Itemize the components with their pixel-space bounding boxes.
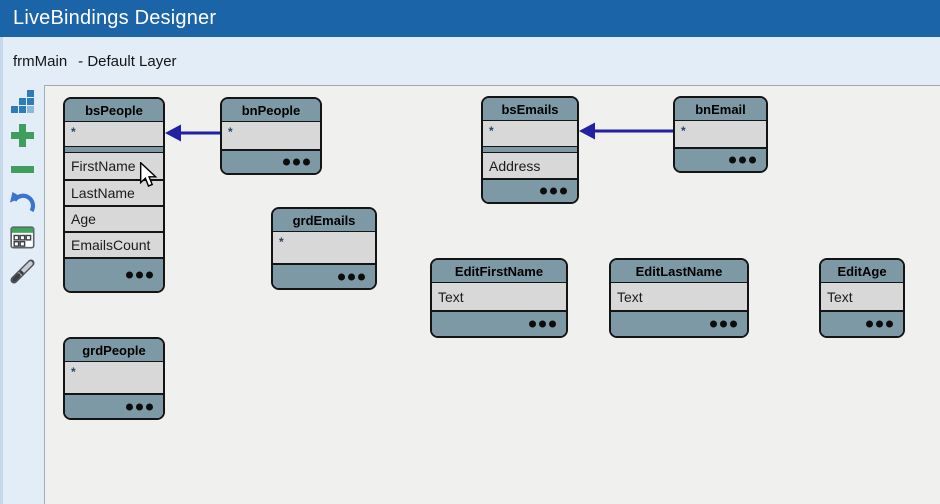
- block-title[interactable]: EditLastName: [611, 260, 747, 283]
- block-footer[interactable]: [675, 147, 766, 171]
- more-dots-icon[interactable]: [529, 320, 556, 328]
- block-footer[interactable]: [611, 310, 747, 336]
- more-dots-icon[interactable]: [710, 320, 737, 328]
- edit-button[interactable]: [5, 256, 39, 286]
- block-footer[interactable]: [65, 257, 163, 291]
- more-dots-icon[interactable]: [338, 273, 365, 280]
- block-star-row[interactable]: *: [222, 122, 320, 149]
- block-star-row[interactable]: *: [273, 232, 375, 263]
- window-title: LiveBindings Designer: [13, 7, 217, 29]
- binding-connection-bnPeople-bsPeople[interactable]: [165, 124, 220, 142]
- block-field-row[interactable]: FirstName: [65, 153, 163, 179]
- plus-icon: [10, 123, 34, 147]
- diagram-block-grdPeople[interactable]: grdPeople*: [63, 337, 165, 420]
- block-field-row[interactable]: Age: [65, 205, 163, 231]
- arrowhead-icon: [579, 122, 595, 140]
- block-title[interactable]: grdEmails: [273, 209, 375, 232]
- block-star-row[interactable]: *: [65, 362, 163, 393]
- block-title[interactable]: EditAge: [821, 260, 903, 283]
- add-binding-button[interactable]: [5, 120, 39, 150]
- more-dots-icon[interactable]: [126, 271, 153, 279]
- block-star-row[interactable]: *: [65, 122, 163, 146]
- layer-name: - Default Layer: [78, 52, 177, 70]
- block-field-row[interactable]: Text: [611, 283, 747, 310]
- block-field-row[interactable]: Text: [821, 283, 903, 310]
- block-star-row[interactable]: *: [675, 121, 766, 147]
- block-footer[interactable]: [222, 149, 320, 173]
- diagram-block-grdEmails[interactable]: grdEmails*: [271, 207, 377, 290]
- form-name: frmMain: [13, 52, 68, 70]
- block-field-row[interactable]: EmailsCount: [65, 231, 163, 257]
- block-title[interactable]: bnPeople: [222, 99, 320, 122]
- block-footer[interactable]: [432, 310, 566, 336]
- blocks-icon: [10, 89, 34, 113]
- undo-button[interactable]: [5, 188, 39, 218]
- binding-connection-bnEmail-bsEmails[interactable]: [579, 122, 673, 140]
- block-title[interactable]: bsPeople: [65, 99, 163, 122]
- window-titlebar: LiveBindings Designer: [0, 0, 940, 37]
- block-footer[interactable]: [65, 393, 163, 418]
- block-title[interactable]: EditFirstName: [432, 260, 566, 283]
- layout-blocks-button[interactable]: [5, 86, 39, 116]
- block-star-row[interactable]: *: [483, 121, 577, 146]
- pencil-icon: [10, 259, 34, 283]
- block-footer[interactable]: [273, 263, 375, 288]
- block-field-row[interactable]: Text: [432, 283, 566, 310]
- diagram-block-bnEmail[interactable]: bnEmail*: [673, 96, 768, 173]
- block-field-row[interactable]: LastName: [65, 179, 163, 205]
- row-separator-band: [483, 146, 577, 153]
- block-field-row[interactable]: Address: [483, 153, 577, 178]
- block-title[interactable]: grdPeople: [65, 339, 163, 362]
- block-footer[interactable]: [483, 178, 577, 202]
- diagram-block-bnPeople[interactable]: bnPeople*: [220, 97, 322, 175]
- left-edge-strip: [0, 37, 3, 504]
- minus-icon: [10, 165, 34, 173]
- arrowhead-icon: [165, 124, 181, 142]
- binding-wizard-button[interactable]: [5, 222, 39, 252]
- more-dots-icon[interactable]: [729, 156, 756, 164]
- more-dots-icon[interactable]: [866, 320, 893, 328]
- more-dots-icon[interactable]: [126, 403, 153, 410]
- block-title[interactable]: bnEmail: [675, 98, 766, 121]
- more-dots-icon[interactable]: [540, 187, 567, 195]
- diagram-block-bsEmails[interactable]: bsEmails* Address: [481, 96, 579, 204]
- undo-icon: [9, 191, 35, 212]
- more-dots-icon[interactable]: [283, 158, 310, 166]
- layer-toolbar: frmMain - Default Layer: [0, 37, 940, 85]
- block-title[interactable]: bsEmails: [483, 98, 577, 121]
- remove-binding-button[interactable]: [5, 154, 39, 184]
- block-footer[interactable]: [821, 310, 903, 336]
- row-separator-band: [65, 146, 163, 153]
- sidebar-toolbar: [0, 85, 44, 504]
- grid-icon: [9, 225, 35, 249]
